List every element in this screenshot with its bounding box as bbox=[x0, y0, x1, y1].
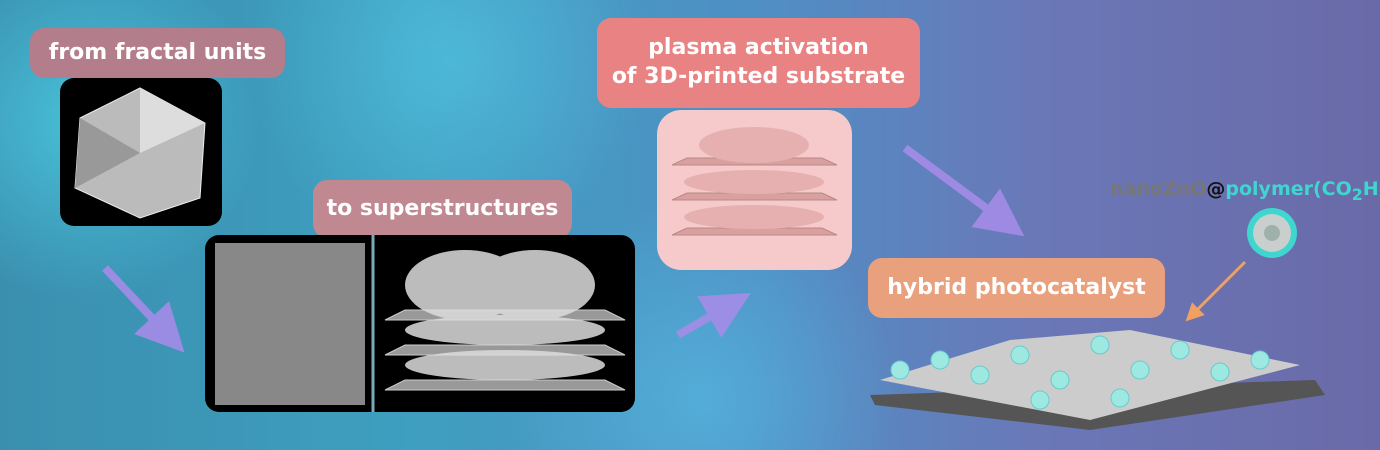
arrow-1 bbox=[102, 265, 185, 353]
label-fractal-units: from fractal units bbox=[30, 28, 285, 78]
tail-text: H) bbox=[1362, 178, 1380, 200]
label-superstructures: to superstructures bbox=[313, 180, 572, 238]
nanoparticle-icon bbox=[1247, 208, 1297, 258]
at-sign: @ bbox=[1206, 178, 1226, 200]
fractal-unit-image bbox=[60, 78, 222, 226]
plasma-line-2: of 3D-printed substrate bbox=[611, 64, 906, 89]
plasma-line-1: plasma activation bbox=[648, 35, 869, 61]
composite-formula: nanoZnO@polymer(CO2H) bbox=[1110, 178, 1380, 204]
shell-text: polymer(CO bbox=[1225, 178, 1352, 200]
superstructure-image bbox=[205, 235, 635, 412]
plasma-substrate-image bbox=[657, 110, 852, 270]
arrow-orange bbox=[1185, 260, 1247, 322]
arrow-3 bbox=[902, 144, 1025, 237]
catalyst-plate bbox=[870, 330, 1325, 430]
arrow-2 bbox=[676, 293, 751, 339]
label-hybrid-photocatalyst: hybrid photocatalyst bbox=[868, 258, 1165, 318]
label-plasma-activation: plasma activation of 3D-printed substrat… bbox=[597, 18, 920, 108]
subscript: 2 bbox=[1351, 184, 1363, 204]
core-text: nanoZnO bbox=[1110, 178, 1207, 200]
